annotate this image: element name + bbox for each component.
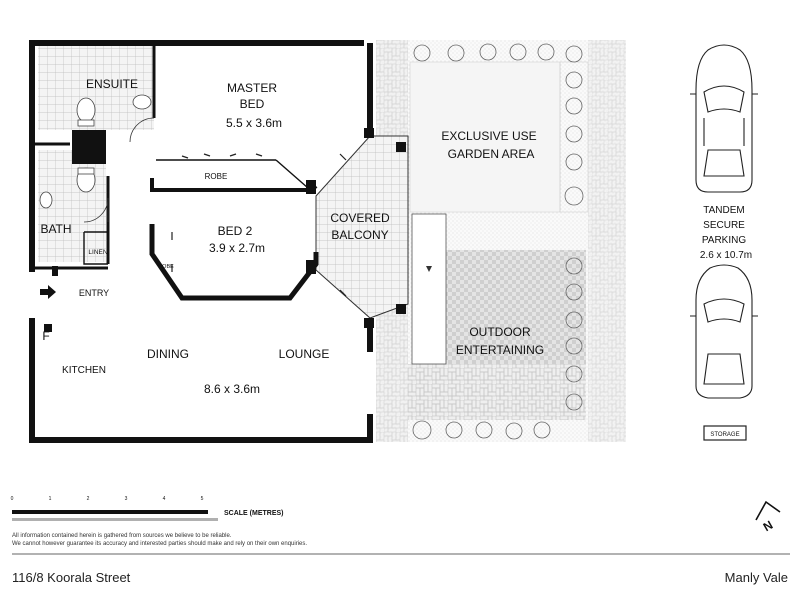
storage-box bbox=[703, 425, 747, 441]
scale-label: SCALE (METRES) bbox=[224, 510, 284, 517]
robe-small-label: ROBE bbox=[158, 264, 174, 270]
parking-label-2: SECURE bbox=[703, 220, 745, 231]
living-size: 8.6 x 3.6m bbox=[204, 382, 260, 396]
master-bed-label-2: BED bbox=[240, 97, 265, 111]
kitchen-label: KITCHEN bbox=[62, 365, 106, 376]
parking-label-3: PARKING bbox=[702, 235, 746, 246]
outdoor-pavers bbox=[408, 364, 586, 420]
scale-tick-label: 5 bbox=[201, 496, 204, 502]
entry-label: ENTRY bbox=[79, 288, 109, 298]
parking-label-1: TANDEM bbox=[703, 205, 744, 216]
step-arrow bbox=[426, 266, 432, 272]
bed2-size: 3.9 x 2.7m bbox=[209, 241, 265, 255]
garden-label: EXCLUSIVE USE bbox=[441, 129, 536, 143]
covered-balcony-label-2: BALCONY bbox=[331, 228, 388, 242]
covered-balcony bbox=[315, 135, 409, 319]
entry-arrow-icon bbox=[40, 285, 56, 299]
garden-label-2: GARDEN AREA bbox=[448, 147, 535, 161]
structural-columns bbox=[44, 128, 406, 332]
outdoor-label-2: ENTERTAINING bbox=[456, 343, 544, 357]
address-label: 116/8 Koorala Street bbox=[12, 570, 131, 585]
compass-label: N bbox=[761, 518, 776, 534]
planter-box bbox=[411, 213, 447, 365]
scale-tick-label: 0 bbox=[11, 496, 14, 502]
covered-balcony-label: COVERED bbox=[330, 211, 390, 225]
car-icon bbox=[690, 44, 758, 193]
storage-label: STORAGE bbox=[710, 432, 739, 438]
bed2-label: BED 2 bbox=[218, 224, 253, 238]
linen-label: LINEN bbox=[88, 249, 107, 256]
master-bed-label: MASTER bbox=[227, 81, 277, 95]
dining-label: DINING bbox=[147, 347, 189, 361]
thin-walls bbox=[83, 159, 309, 265]
scale-tick-label: 2 bbox=[87, 496, 90, 502]
robe-hangers bbox=[181, 153, 263, 159]
outdoor-label: OUTDOOR bbox=[469, 325, 531, 339]
scale-tick-label: 1 bbox=[49, 496, 52, 502]
suburb-label: Manly Vale bbox=[724, 570, 788, 585]
disclaimer-line-2: We cannot however guarantee its accuracy… bbox=[12, 541, 308, 547]
shrub-icon bbox=[412, 43, 584, 440]
robe-label: ROBE bbox=[205, 172, 228, 181]
car-icon bbox=[690, 264, 758, 399]
north-arrow-icon bbox=[755, 500, 781, 521]
fridge-label: F bbox=[42, 329, 49, 343]
parking-size: 2.6 x 10.7m bbox=[700, 250, 752, 261]
disclaimer-line-1: All information contained herein is gath… bbox=[12, 533, 232, 539]
scale-tick-label: 4 bbox=[163, 496, 166, 502]
bathroom-fixtures bbox=[39, 94, 152, 209]
balcony-door-marks bbox=[339, 153, 347, 297]
door-swings bbox=[83, 117, 155, 223]
lounge-label: LOUNGE bbox=[279, 347, 330, 361]
ensuite-floor bbox=[38, 46, 154, 130]
bath-label: BATH bbox=[40, 222, 71, 236]
ensuite-label: ENSUITE bbox=[86, 77, 138, 91]
master-bed-size: 5.5 x 3.6m bbox=[226, 116, 282, 130]
scale-bar: 0 1 2 3 4 5 SCALE (METRES) bbox=[11, 496, 284, 521]
scale-tick-label: 3 bbox=[125, 496, 128, 502]
